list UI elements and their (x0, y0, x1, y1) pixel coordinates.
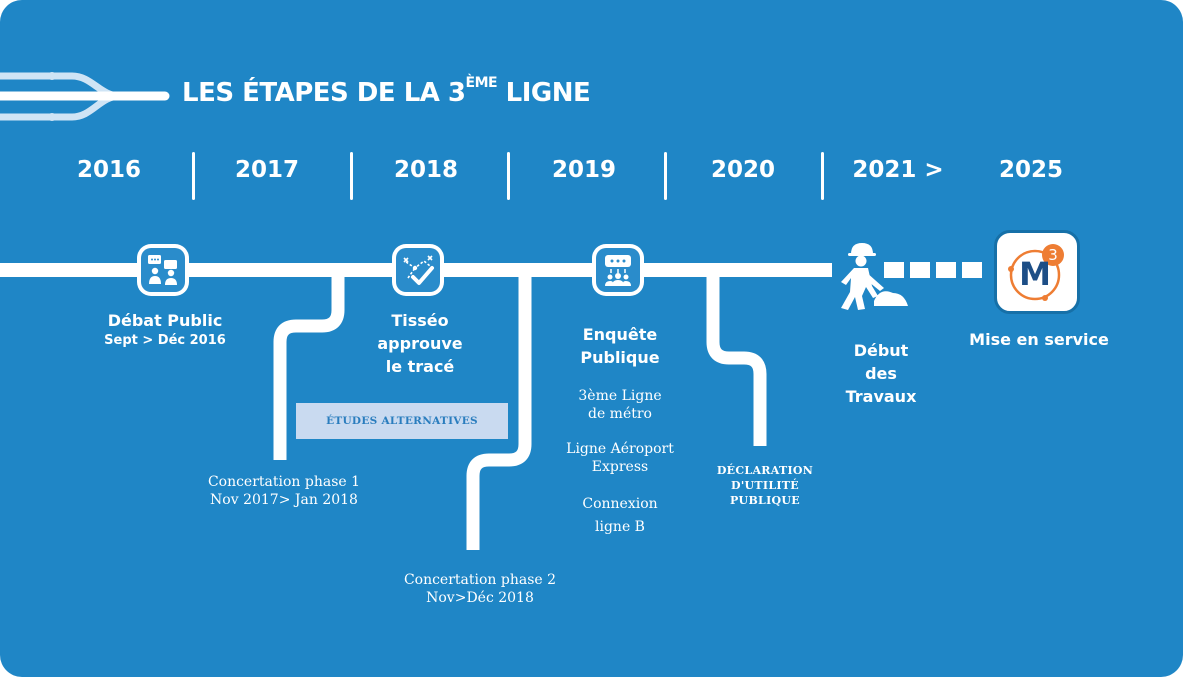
public-inquiry-icon (592, 244, 644, 296)
year-2019: 2019 (551, 157, 616, 183)
etudes-alternatives-box: ÉTUDES ALTERNATIVES (296, 403, 508, 439)
year-2021: 2021 > (852, 157, 944, 183)
year-2016: 2016 (76, 157, 141, 183)
year-separator (664, 152, 667, 200)
metro-line-badge: 3 (1048, 246, 1058, 264)
tisseo-approval-label: Tisséo approuve le tracé (377, 311, 463, 376)
route-approval-icon (392, 244, 444, 296)
enquete-item-ligne-b: Connexion ligne B (582, 496, 658, 535)
page-title: LES ÉTAPES DE LA 3ÈME LIGNE (182, 75, 591, 108)
enquete-item-aeroport: Ligne Aéroport Express (566, 441, 674, 475)
metro-letter: M (1019, 255, 1051, 293)
dashed-segment (884, 262, 982, 278)
declaration-utilite-publique: DÉCLARATION D'UTILITÉ PUBLIQUE (716, 464, 814, 507)
rail-logo-icon (0, 72, 170, 121)
branch-dup (706, 277, 767, 446)
debut-travaux-label: Début des Travaux (845, 341, 917, 406)
year-2020: 2020 (710, 157, 775, 183)
debat-public-title: Débat Public (107, 311, 223, 330)
debate-icon (137, 244, 189, 296)
mise-en-service-label: Mise en service (969, 330, 1109, 349)
year-2025: 2025 (998, 157, 1063, 183)
branch-concertation-2 (466, 277, 532, 550)
metro-line-3-logo: M 3 (994, 230, 1080, 314)
year-separator (350, 152, 353, 200)
debat-public-date: Sept > Déc 2016 (104, 333, 226, 348)
concertation-phase-2: Concertation phase 2 Nov>Déc 2018 (403, 572, 557, 606)
year-2017: 2017 (234, 157, 299, 183)
year-separator (507, 152, 510, 200)
enquete-publique-label: Enquête Publique (580, 325, 660, 367)
enquete-item-metro: 3ème Ligne de métro (578, 388, 662, 422)
year-2018: 2018 (393, 157, 458, 183)
branch-concertation-1 (273, 277, 345, 460)
year-separator (821, 152, 824, 200)
concertation-phase-1: Concertation phase 1 Nov 2017> Jan 2018 (207, 474, 361, 508)
year-separator (192, 152, 195, 200)
